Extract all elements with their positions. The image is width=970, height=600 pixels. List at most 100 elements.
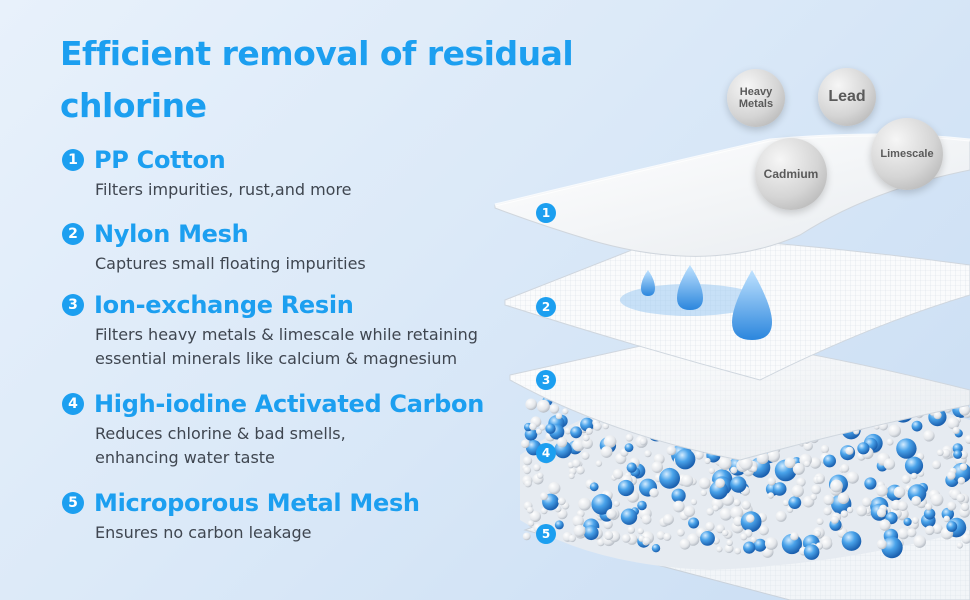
- feature-nylon-mesh: 2 Nylon Mesh Captures small floating imp…: [62, 220, 366, 276]
- carbon-bead: [639, 438, 647, 446]
- carbon-bead: [593, 422, 602, 431]
- carbon-bead: [576, 466, 585, 475]
- carbon-bead: [782, 499, 790, 507]
- carbon-bead: [932, 523, 943, 534]
- carbon-bead: [716, 546, 723, 553]
- carbon-bead: [816, 475, 824, 484]
- carbon-bead: [733, 516, 744, 527]
- resin-bead: [620, 508, 638, 525]
- carbon-bead: [959, 404, 970, 416]
- carbon-bead: [522, 532, 531, 541]
- feature-description: Filters heavy metals & limescale while r…: [95, 325, 478, 344]
- resin-bead: [554, 520, 564, 530]
- carbon-bead: [897, 501, 908, 512]
- carbon-bead: [540, 492, 548, 501]
- carbon-bead: [845, 446, 854, 455]
- carbon-bead: [876, 539, 887, 550]
- carbon-bead: [830, 515, 839, 524]
- carbon-bead: [604, 530, 614, 541]
- carbon-bead: [529, 510, 541, 523]
- feature-activated-carbon: 4 High-iodine Activated Carbon Reduces c…: [62, 390, 484, 470]
- carbon-bead: [913, 535, 926, 548]
- carbon-bead: [708, 467, 715, 474]
- carbon-bead: [621, 534, 631, 543]
- carbon-bead: [883, 458, 896, 470]
- carbon-bead: [585, 427, 593, 435]
- resin-bead: [730, 476, 747, 493]
- heavy-metals-sphere: Heavy Metals: [727, 69, 785, 127]
- feature-description: Filters impurities, rust,and more: [95, 180, 352, 199]
- carbon-bead: [767, 492, 774, 499]
- carbon-bead: [606, 508, 617, 520]
- carbon-bead: [644, 450, 652, 458]
- lead-sphere: Lead: [818, 68, 876, 126]
- carbon-bead: [947, 501, 957, 511]
- carbon-bead: [726, 539, 733, 547]
- resin-bead: [617, 479, 635, 497]
- resin-bead: [688, 517, 700, 529]
- resin-bead: [580, 417, 594, 432]
- carbon-bead: [539, 424, 546, 431]
- carbon-bead: [767, 477, 776, 486]
- carbon-bead: [700, 489, 707, 497]
- carbon-bead: [746, 514, 755, 523]
- carbon-bead: [730, 466, 738, 474]
- carbon-bead: [715, 478, 725, 489]
- carbon-bead: [533, 463, 541, 472]
- resin-bead: [857, 442, 870, 455]
- resin-bead: [545, 423, 556, 434]
- carbon-bead: [930, 493, 944, 507]
- carbon-bead: [524, 479, 532, 488]
- carbon-bead: [911, 516, 919, 524]
- carbon-bead: [656, 530, 666, 540]
- carbon-bead: [840, 463, 850, 473]
- carbon-bead: [823, 494, 834, 506]
- carbon-bead: [956, 542, 963, 549]
- carbon-bead: [582, 434, 590, 442]
- carbon-bead: [943, 515, 950, 523]
- carbon-bead: [758, 525, 769, 536]
- carbon-bead: [957, 477, 966, 485]
- carbon-bead: [549, 404, 560, 414]
- layer-3-resin-cloth: [509, 334, 970, 461]
- carbon-bead: [741, 500, 751, 510]
- carbon-bead: [956, 493, 965, 503]
- carbon-bead: [803, 460, 811, 468]
- carbon-bead: [811, 484, 821, 495]
- carbon-bead: [733, 498, 741, 507]
- number-badge: 4: [62, 393, 84, 415]
- resin-bead: [946, 521, 958, 532]
- resin-bead: [904, 456, 924, 475]
- number-badge: 1: [62, 149, 84, 171]
- carbon-bead: [706, 507, 714, 516]
- carbon-bead: [676, 528, 685, 537]
- carbon-bead: [637, 527, 644, 535]
- carbon-bead: [572, 515, 584, 527]
- carbon-bead: [581, 451, 590, 460]
- resin-bead: [903, 517, 912, 526]
- carbon-bead: [536, 399, 550, 413]
- carbon-bead: [537, 472, 544, 479]
- carbon-bead: [663, 532, 672, 541]
- resin-bead: [823, 454, 836, 468]
- feature-pp-cotton: 1 PP Cotton Filters impurities, rust,and…: [62, 146, 352, 202]
- carbon-bead: [856, 505, 868, 517]
- carbon-bead: [603, 519, 613, 530]
- resin-bead: [675, 449, 696, 470]
- resin-bead: [700, 531, 715, 546]
- carbon-bead: [562, 408, 569, 415]
- carbon-bead: [600, 446, 613, 458]
- carbon-bead: [730, 506, 744, 520]
- carbon-bead: [876, 484, 888, 497]
- carbon-bead: [572, 439, 585, 452]
- carbon-bead: [712, 504, 720, 512]
- carbon-bead: [625, 433, 634, 442]
- layer-number-badge: 1: [536, 203, 556, 223]
- carbon-bead: [690, 498, 698, 506]
- carbon-bead: [792, 462, 805, 475]
- carbon-bead: [924, 525, 935, 536]
- carbon-bead: [947, 471, 956, 480]
- carbon-bead: [523, 456, 533, 466]
- carbon-bead: [694, 450, 704, 460]
- resin-bead: [896, 438, 917, 459]
